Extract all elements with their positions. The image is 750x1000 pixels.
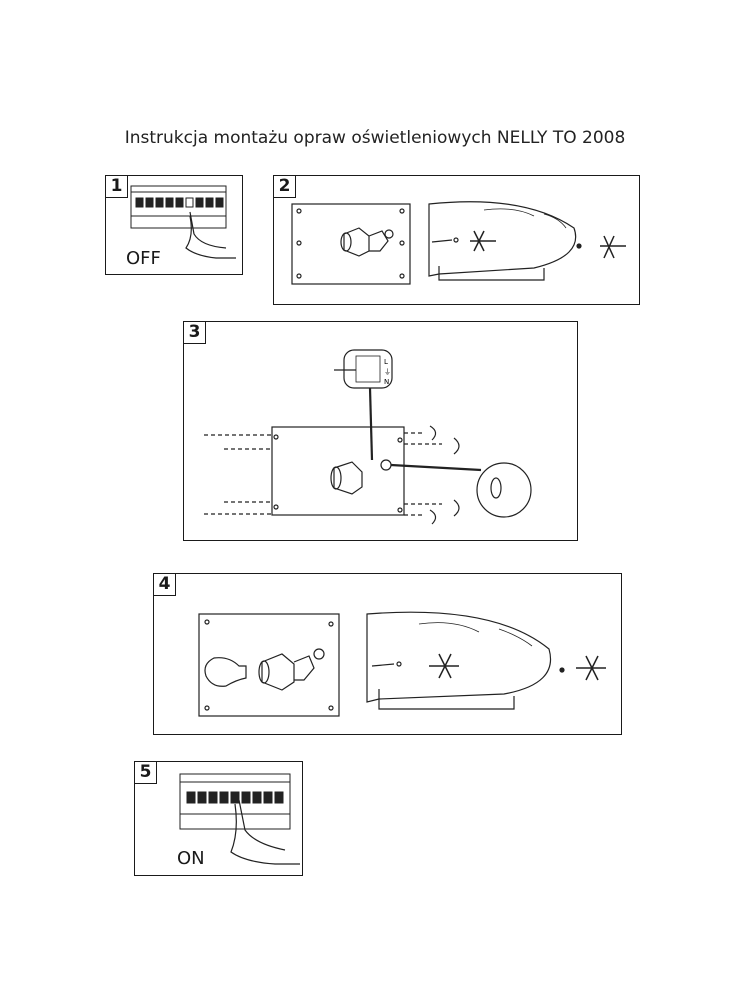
terminal-label: ⏚ bbox=[384, 368, 391, 376]
mounting-plate bbox=[291, 203, 411, 285]
step-2-panel: 2 bbox=[273, 175, 640, 305]
step-5-panel: 5 ON bbox=[134, 761, 303, 876]
step-1-panel: 1 OFF bbox=[105, 175, 243, 275]
wiring-mounting-illustration: L ⏚ N bbox=[204, 349, 532, 525]
terminal-label: N bbox=[384, 378, 389, 386]
step-5-number: 5 bbox=[135, 762, 157, 784]
step-3-panel: 3 L ⏚ N bbox=[183, 321, 578, 541]
fixture-shade bbox=[428, 201, 577, 277]
connector-detail bbox=[476, 462, 532, 518]
terminal-label: L bbox=[384, 358, 388, 366]
fixture-shade bbox=[366, 611, 551, 703]
breaker-switches bbox=[186, 791, 284, 804]
step-1-number: 1 bbox=[106, 176, 128, 198]
bulb-and-shade-illustration bbox=[198, 611, 606, 717]
terminal-block-detail bbox=[343, 349, 393, 389]
off-label: OFF bbox=[126, 248, 161, 269]
step-3-number: 3 bbox=[184, 322, 206, 344]
step-2-number: 2 bbox=[274, 176, 296, 198]
circuit-breaker-illustration bbox=[130, 185, 236, 259]
light-bulb bbox=[204, 657, 247, 687]
lamp-socket bbox=[261, 653, 295, 691]
socket-assembly bbox=[333, 461, 363, 495]
mounting-plate bbox=[198, 613, 340, 717]
circuit-breaker-illustration bbox=[179, 773, 300, 865]
breaker-switches bbox=[135, 197, 224, 208]
lamp-socket bbox=[343, 227, 370, 257]
document-title: Instrukcja montażu opraw oświetleniowych… bbox=[124, 128, 626, 148]
fixture-removal-illustration bbox=[291, 201, 626, 285]
step-4-panel: 4 bbox=[153, 573, 622, 735]
on-label: ON bbox=[177, 848, 205, 869]
wall-plate bbox=[271, 426, 405, 516]
step-4-number: 4 bbox=[154, 574, 176, 596]
